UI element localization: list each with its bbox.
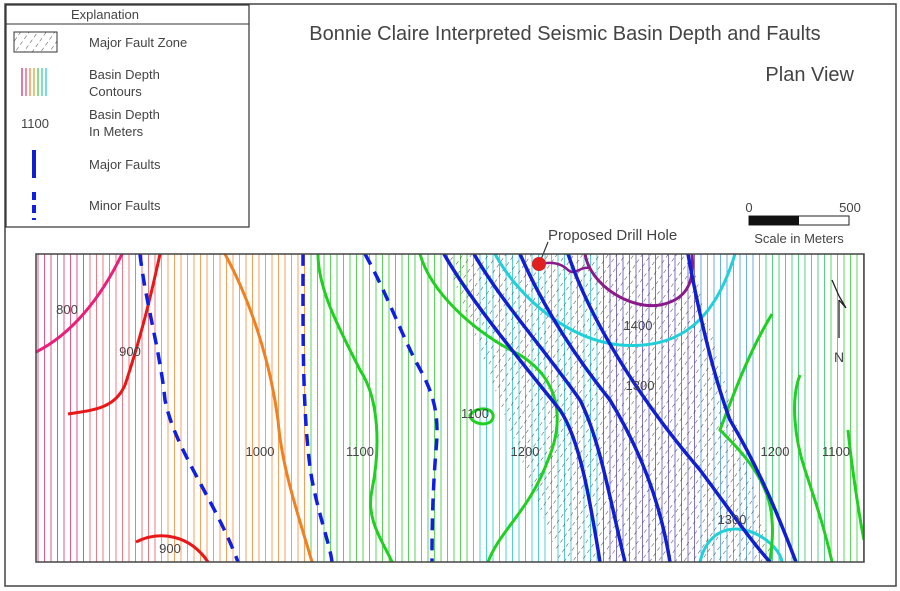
contour-line (846, 429, 864, 541)
contour-line (316, 254, 394, 562)
minor-fault-line (301, 254, 334, 562)
legend-heading: Explanation (71, 7, 139, 22)
legend-contour-label-2: Contours (89, 84, 142, 99)
map-area: 800 900 900 1000 1100 1100 1200 1400 1300 1300 120… (36, 254, 864, 562)
contour-value-label: 1200 (511, 444, 540, 459)
contour-line (793, 374, 834, 562)
legend-depth-label-2: In Meters (89, 124, 144, 139)
legend-minor-faults-label: Minor Faults (89, 198, 161, 213)
scale-bar: 0 500 Scale in Meters (745, 200, 860, 246)
map-title: Bonnie Claire Interpreted Seismic Basin … (309, 23, 820, 45)
contour-value-label: 800 (56, 302, 78, 317)
contour-line (223, 254, 314, 562)
map-subtitle: Plan View (765, 64, 854, 86)
contour-lines (36, 254, 864, 562)
contour-value-label: 1300 (626, 378, 655, 393)
contour-value-label: 1300 (718, 512, 747, 527)
contour-line (538, 261, 591, 274)
fault-lines (138, 254, 798, 562)
north-arrow: N (831, 279, 847, 365)
outer-frame (4, 3, 897, 587)
contour-value-label: 1000 (246, 444, 275, 459)
contour-line (493, 254, 737, 348)
contour-line (718, 313, 775, 562)
drill-hole-label: Proposed Drill Hole (548, 227, 677, 244)
contour-line (67, 254, 162, 416)
legend-major-faults-label: Major Faults (89, 157, 161, 172)
contour-value-label: 1400 (624, 318, 653, 333)
legend: Explanation Major Fault Zone Basin Depth… (5, 4, 250, 228)
contour-line (468, 407, 495, 426)
contour-value-label: 900 (159, 541, 181, 556)
minor-fault-line (138, 254, 240, 562)
major-fault-line (566, 254, 772, 562)
major-fault-line (442, 254, 602, 562)
contour-value-label: 1200 (761, 444, 790, 459)
legend-fault-zone-label: Major Fault Zone (89, 35, 187, 50)
contour-value-label: 1100 (822, 444, 850, 459)
scale-caption: Scale in Meters (754, 231, 844, 246)
contour-line (36, 254, 124, 354)
scale-start-label: 0 (745, 200, 752, 215)
map-frame (35, 253, 865, 563)
legend-contour-label-1: Basin Depth (89, 67, 160, 82)
legend-depth-symbol: 1100 (21, 116, 49, 131)
contour-line (583, 254, 695, 308)
drill-hole-marker (532, 257, 546, 271)
minor-fault-line (363, 254, 439, 562)
contour-value-label: 1100 (346, 444, 374, 459)
scale-end-label: 500 (839, 200, 861, 215)
north-label: N (834, 349, 844, 365)
major-fault-line (518, 254, 672, 562)
contour-swatch (21, 68, 47, 96)
contour-line (135, 534, 210, 562)
north-arrow-icon (831, 279, 847, 338)
legend-depth-label-1: Basin Depth (89, 107, 160, 122)
contour-labels: 800 900 900 1000 1100 1100 1200 1400 1300 1300 120… (56, 302, 850, 556)
major-fault-line (472, 254, 627, 562)
contour-value-label: 900 (119, 344, 141, 359)
contour-line (418, 254, 559, 562)
contour-value-label: 1100 (461, 406, 489, 421)
major-fault-line (686, 254, 798, 562)
fault-zone-swatch (13, 31, 58, 53)
